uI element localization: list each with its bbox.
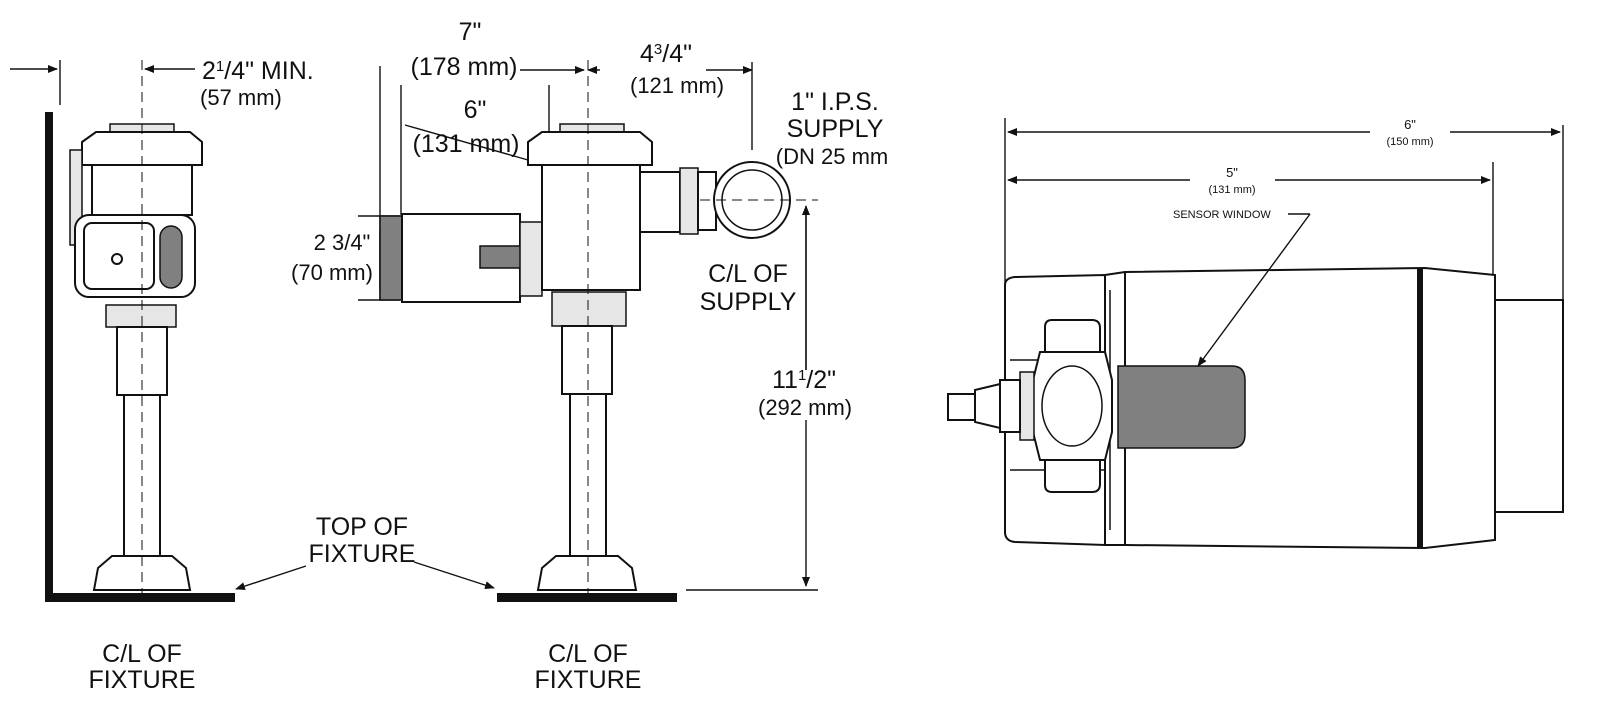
detail-thread-1 [1019,371,1035,441]
front-supply-arm [639,171,681,233]
detail-sensor-window [1117,365,1246,449]
sensor-detail: 6" (150 mm) 5" (131 mm) SENSOR WINDOW [947,117,1564,550]
detail-main-body [1104,266,1496,550]
body-length-mm: (131 mm) [1208,184,1255,196]
front-vacuum-breaker [561,325,613,395]
rough-in-label: 111/2" [772,366,836,394]
side-view: 21/4" MIN. (57 mm) C/L OF FIXTURE [10,57,314,694]
top-of-fixture-leader-right [413,561,495,590]
detail-band [1417,268,1423,548]
wall-offset-mm: (57 mm) [200,85,282,110]
top-of-fixture-leader-left [235,565,307,590]
detail-nut-face [1041,365,1103,447]
sensor-height-mm: (70 mm) [291,260,373,285]
front-cap [527,131,653,166]
front-valve-body [541,164,641,291]
supply-size-line1: 1" I.P.S. [791,88,879,116]
wall-offset-label: 21/4" MIN. [202,57,314,85]
supply-size-line3: (DN 25 mm [776,144,888,169]
front-cl-label-1: C/L OF [548,640,628,668]
sensor-height-label: 2 3/4" [314,230,371,255]
side-cl-label-1: C/L OF [102,640,182,668]
front-spud [536,555,638,591]
detail-nut-top [1044,319,1101,353]
front-view: 7" (178 mm) 6" (131 mm) 43/4" (121 mm) 1… [235,18,888,694]
body-width-label: 6" [464,96,487,124]
cl-supply-line1: C/L OF [708,260,788,288]
side-fixture-bar [45,593,235,602]
overall-width-label: 7" [459,18,482,46]
detail-taper [974,382,1001,430]
supply-size-line2: SUPPLY [787,115,884,143]
rough-in-mm: (292 mm) [758,395,852,420]
front-supply-nut [679,167,699,235]
overall-length-mm: (150 mm) [1386,136,1433,148]
top-of-fixture-line1: TOP OF [316,513,408,541]
front-sensor-window [479,245,523,269]
supply-offset-label: 43/4" [640,40,692,68]
front-sensor-lens [379,215,403,301]
detail-nut-middle [1032,351,1113,461]
side-nut [105,304,177,328]
overall-width-mm: (178 mm) [411,53,518,81]
side-cl-label-2: FIXTURE [89,666,196,694]
front-nut [551,291,627,327]
body-length-label: 5" [1226,165,1238,180]
body-width-mm: (131 mm) [413,130,520,158]
detail-end-cap [1494,299,1564,513]
front-cl-label-2: FIXTURE [535,666,642,694]
sensor-window-leader [1197,213,1311,367]
wall [45,112,53,602]
override-button-icon [111,253,123,265]
sensor-window-label: SENSOR WINDOW [1173,209,1271,221]
detail-thread-2 [999,379,1021,433]
front-sensor-nut [519,221,543,297]
cl-supply-line2: SUPPLY [700,288,797,316]
detail-stem [947,393,976,421]
body-leader [404,124,529,161]
overall-length-label: 6" [1404,117,1416,132]
detail-nut-bottom [1044,459,1101,493]
supply-offset-mm: (121 mm) [630,73,724,98]
top-of-fixture-line2: FIXTURE [309,540,416,568]
side-sensor-window [159,225,183,289]
front-fixture-bar [497,593,677,602]
